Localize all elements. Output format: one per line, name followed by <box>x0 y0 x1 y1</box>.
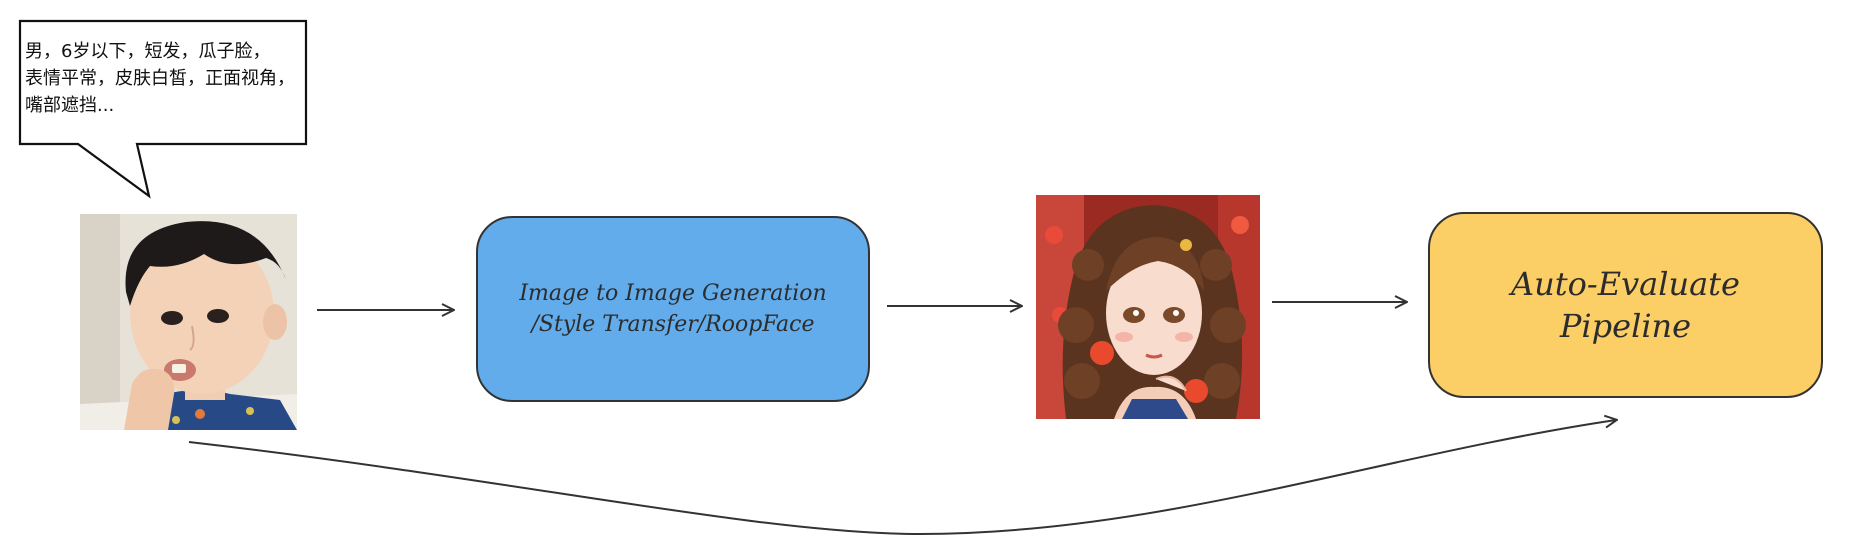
output-photo-anime-portrait <box>1036 195 1260 419</box>
generation-step-box: Image to Image Generation /Style Transfe… <box>476 216 870 402</box>
evaluate-step-box: Auto-Evaluate Pipeline <box>1428 212 1823 398</box>
speech-bubble-text: 男，6岁以下，短发，瓜子脸， 表情平常，皮肤白皙，正面视角， 嘴部遮挡... <box>25 41 295 116</box>
input-photo-child <box>80 214 297 430</box>
evaluate-step-label: Auto-Evaluate Pipeline <box>1511 265 1740 345</box>
speech-bubble-outline <box>18 19 308 199</box>
arrow-input-to-evaluate-curve <box>188 420 1616 536</box>
generation-step-label: Image to Image Generation /Style Transfe… <box>519 281 827 337</box>
